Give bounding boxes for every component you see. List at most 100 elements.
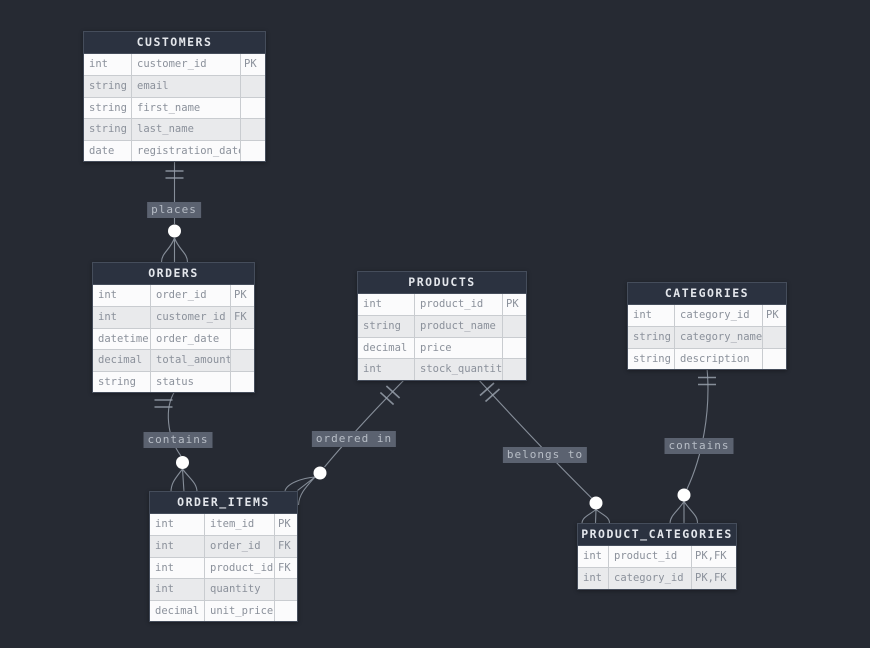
field-type-cell: decimal [93, 350, 151, 371]
field-type-cell: int [358, 294, 415, 316]
field-key-cell: FK [234, 311, 247, 324]
field-key-cell [763, 349, 786, 369]
field-type-cell: string [84, 119, 132, 140]
field-name-cell: registration_date [132, 140, 241, 161]
relationship-label-ordered-in[interactable]: ordered in [311, 431, 397, 447]
table-title[interactable]: CATEGORIES [628, 283, 786, 305]
field-name-cell: order_id [151, 285, 231, 307]
table-title[interactable]: PRODUCT_CATEGORIES [578, 524, 736, 546]
field-type-cell: string [84, 97, 132, 119]
field-name-cell: category_name [675, 327, 763, 348]
field-key-cell [231, 350, 254, 370]
field-key-cell: PK [766, 309, 779, 321]
connector-line [686, 367, 709, 490]
field-type-cell: int [150, 579, 205, 600]
table-title[interactable]: ORDERS [93, 263, 254, 285]
field-key-cell [241, 141, 265, 161]
field-name-cell: quantity [205, 579, 275, 600]
field-type-cell: int [150, 514, 205, 536]
one-cardinality-ticks [698, 376, 716, 386]
field-key-cell [241, 76, 265, 96]
table-title[interactable]: PRODUCTS [358, 272, 526, 294]
field-type-cell: int [150, 557, 205, 579]
field-type-cell: int [150, 536, 205, 557]
crow-foot [581, 509, 611, 524]
field-type-cell: int [93, 285, 151, 307]
field-name-cell: product_name [415, 316, 503, 337]
field-key-cell [231, 372, 254, 392]
table-title[interactable]: CUSTOMERS [84, 32, 265, 54]
crow-foot [160, 237, 189, 263]
field-key-cell: PK,FK [695, 572, 727, 585]
field-name-cell: category_id [609, 568, 692, 589]
field-name-cell: total_amount [151, 350, 231, 371]
optional-circle [176, 456, 189, 469]
field-name-cell: item_id [205, 514, 275, 536]
relationship-line-contains-orders[interactable] [154, 390, 198, 493]
field-name-cell: status [151, 371, 231, 392]
field-key-cell [231, 329, 254, 349]
field-type-cell: int [358, 359, 415, 380]
field-key-cell [275, 579, 297, 599]
connector-line [167, 390, 182, 457]
relationship-line-belongs-to[interactable] [477, 378, 611, 524]
field-name-cell: description [675, 348, 763, 370]
one-cardinality-ticks [479, 382, 501, 403]
relationship-label-places[interactable]: places [147, 202, 201, 218]
field-name-cell: first_name [132, 97, 241, 119]
field-name-cell: product_id [609, 546, 692, 568]
field-name-cell: last_name [132, 119, 241, 140]
field-type-cell: decimal [150, 600, 205, 621]
table-title[interactable]: ORDER_ITEMS [150, 492, 297, 514]
field-name-cell: stock_quantity [415, 359, 503, 380]
field-key-cell: PK [234, 289, 247, 301]
relationship-line-contains-categories[interactable] [669, 367, 716, 524]
field-name-cell: unit_price [205, 600, 275, 621]
field-key-cell [241, 98, 265, 118]
field-key-cell: FK [278, 561, 291, 574]
field-key-cell: PK [244, 58, 257, 70]
field-type-cell: int [84, 54, 132, 76]
relationship-label-contains[interactable]: contains [664, 438, 734, 454]
relationship-label-belongs-to[interactable]: belongs to [502, 447, 588, 463]
field-key-cell [503, 338, 526, 358]
field-type-cell: int [578, 546, 609, 568]
field-type-cell: date [84, 140, 132, 161]
field-name-cell: product_id [205, 557, 275, 579]
relationship-line-ordered-in[interactable] [284, 378, 406, 506]
relationship-label-contains[interactable]: contains [143, 432, 213, 448]
field-name-cell: email [132, 76, 241, 97]
field-type-cell: datetime [93, 328, 151, 350]
